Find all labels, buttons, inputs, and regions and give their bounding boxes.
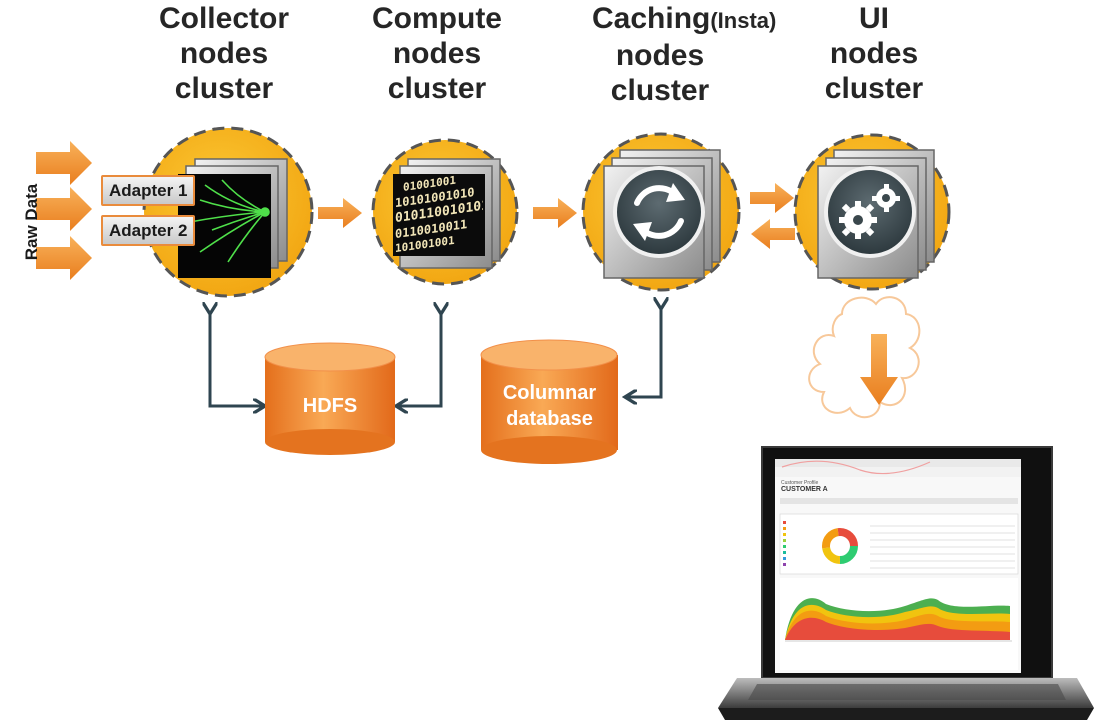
collector-cluster-node	[142, 126, 314, 298]
hdfs-storage	[264, 342, 396, 455]
ui-title-line-3: cluster	[824, 72, 924, 105]
caching-to-ui-arrow	[750, 183, 794, 213]
ui-cluster-title: UI nodes cluster	[814, 1, 934, 106]
dashboard-customer-name: CUSTOMER A	[781, 486, 828, 493]
dashboard-title-prefix: Customer Profile	[781, 480, 819, 486]
dashboard-area-chart	[780, 578, 1018, 670]
dashboard-donut-chart	[822, 528, 858, 564]
collector-to-compute-arrow	[318, 198, 362, 228]
compute-binary-display: 01001001 10101001010 010110010101 011001…	[395, 170, 483, 260]
laptop-illustration	[718, 446, 1094, 720]
ui-title-line-2: nodes	[829, 37, 919, 70]
cloud-down-arrow	[860, 334, 898, 405]
compute-to-caching-arrow	[533, 198, 577, 228]
hdfs-label: HDFS	[302, 395, 358, 417]
compute-cluster-title: Compute nodes cluster	[362, 1, 512, 106]
input-arrow-2	[36, 187, 92, 231]
collector-web-icon	[189, 179, 270, 263]
caching-title-line-3: cluster	[610, 74, 710, 107]
caching-title-line-1: Caching(Insta)	[592, 1, 776, 38]
compute-hdfs-connector	[399, 311, 441, 406]
caching-title-suffix: (Insta)	[710, 8, 777, 33]
caching-columnar-connector	[628, 306, 661, 397]
storage-connectors	[210, 306, 661, 406]
dashboard-legend	[783, 521, 786, 566]
cloud-shape	[808, 296, 921, 418]
compute-title-line-1: Compute	[372, 2, 502, 35]
collector-title-line-3: cluster	[174, 72, 274, 105]
collector-cluster-title: Collector nodes cluster	[148, 1, 300, 106]
columnar-label-line-2: database	[506, 408, 593, 430]
caching-title-line-2: nodes	[615, 39, 705, 72]
input-arrow-1	[36, 141, 92, 185]
columnar-label: Columnar database	[481, 380, 618, 432]
adapter-1-label: Adapter 1	[101, 175, 196, 206]
ui-title-line-1: UI	[859, 2, 889, 35]
columnar-storage	[480, 339, 618, 464]
raw-data-arrows	[36, 141, 92, 280]
ui-to-caching-arrow	[751, 219, 795, 249]
cluster-flow-arrows	[318, 183, 795, 249]
compute-cluster-node	[371, 138, 519, 286]
collector-title-line-1: Collector	[158, 2, 290, 35]
caching-cluster-node	[581, 132, 741, 292]
collector-title-line-2: nodes	[179, 37, 269, 70]
caching-title-word: Caching	[592, 2, 711, 35]
adapter-2-label: Adapter 2	[101, 215, 196, 246]
caching-cluster-title: Caching(Insta) nodes cluster	[592, 1, 776, 108]
collector-hdfs-connector	[210, 311, 262, 406]
columnar-label-line-1: Columnar	[502, 382, 597, 404]
raw-data-label: Raw Data	[22, 183, 41, 261]
ui-cluster-node	[793, 133, 951, 291]
compute-title-line-2: nodes	[392, 37, 482, 70]
input-arrow-3	[36, 236, 92, 280]
compute-title-line-3: cluster	[387, 72, 487, 105]
